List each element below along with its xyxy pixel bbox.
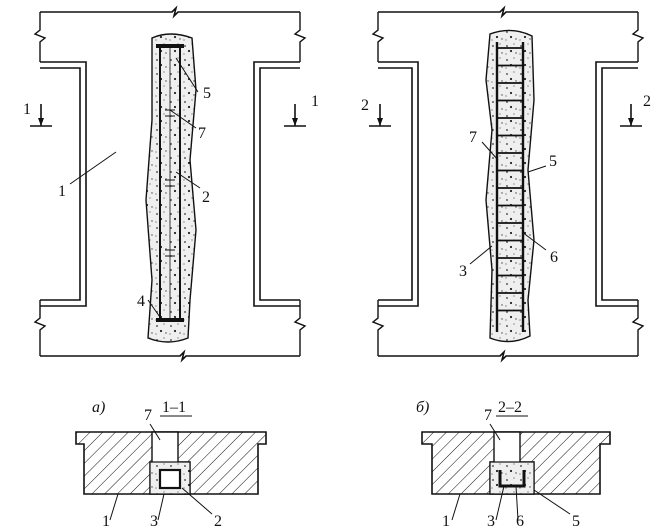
- section-callout-5-b: 5: [572, 513, 580, 530]
- ladder-rungs-b: [497, 47, 523, 312]
- callout-5-b: 5: [549, 153, 557, 170]
- wall-notch-left-a: [40, 61, 87, 307]
- ladder-frame-b: [495, 42, 525, 332]
- callout-6-b: 6: [550, 249, 558, 266]
- section-arrow-right-b: [628, 118, 634, 126]
- section-callout-6-b: 6: [516, 513, 524, 530]
- section-callout-3-a: 3: [150, 513, 158, 530]
- leaders-b: [469, 141, 547, 265]
- section-mark-label-left-a: 1: [23, 101, 31, 118]
- section-2-2: [421, 423, 611, 521]
- section-leaders-a: [109, 423, 213, 521]
- panel-letter-b: б): [416, 399, 429, 416]
- section-arrow-left-a: [38, 118, 44, 126]
- section-callout-3-b: 3: [487, 513, 495, 530]
- callout-1-a: 1: [58, 183, 66, 200]
- wall-outline-top-a: [40, 5, 300, 19]
- concrete-strip-a: [145, 33, 197, 343]
- concrete-strip-b: [485, 29, 535, 343]
- wall-notch-left-b: [378, 61, 419, 307]
- callout-7-a: 7: [198, 125, 206, 142]
- wall-break-right-b: [631, 12, 645, 356]
- section-arrow-right-a: [292, 118, 298, 126]
- section-title-b: 2–2: [498, 399, 522, 416]
- section-title-a: 1–1: [162, 399, 186, 416]
- callout-5-a: 5: [203, 85, 211, 102]
- wall-outline-bottom-a: [40, 349, 300, 363]
- section-1-1: [75, 423, 267, 521]
- wall-break-left-a: [33, 12, 47, 356]
- wall-notch-right-b: [595, 61, 638, 307]
- wall-break-right-a: [293, 12, 307, 356]
- steel-core-a: [156, 44, 184, 322]
- section-mark-label-right-a: 1: [311, 93, 319, 110]
- leaders-a: [69, 57, 201, 321]
- section-core-b: [498, 470, 526, 488]
- section-mark-label-left-b: 2: [361, 97, 369, 114]
- wall-outline-top-b: [378, 5, 638, 19]
- section-callout-2-a: 2: [214, 513, 222, 530]
- section-concrete-b: [489, 461, 535, 495]
- section-core-a: [158, 468, 182, 490]
- callout-3-b: 3: [459, 263, 467, 280]
- callout-4-a: 4: [137, 293, 145, 310]
- panel-letter-a: а): [92, 399, 105, 416]
- wall-notch-right-a: [253, 61, 300, 307]
- wall-break-left-b: [371, 12, 385, 356]
- section-callout-7-a: 7: [144, 407, 152, 424]
- callout-2-a: 2: [202, 189, 210, 206]
- panel-a-plan: [30, 5, 307, 363]
- callout-7-b: 7: [469, 129, 477, 146]
- section-callout-1-b: 1: [442, 513, 450, 530]
- section-arrow-left-b: [377, 118, 383, 126]
- panel-b-plan: [369, 5, 645, 363]
- section-leaders-b: [451, 423, 571, 521]
- section-mark-label-right-b: 2: [643, 93, 651, 110]
- section-callout-7-b: 7: [484, 407, 492, 424]
- section-callout-1-a: 1: [102, 513, 110, 530]
- wall-outline-bottom-b: [378, 349, 638, 363]
